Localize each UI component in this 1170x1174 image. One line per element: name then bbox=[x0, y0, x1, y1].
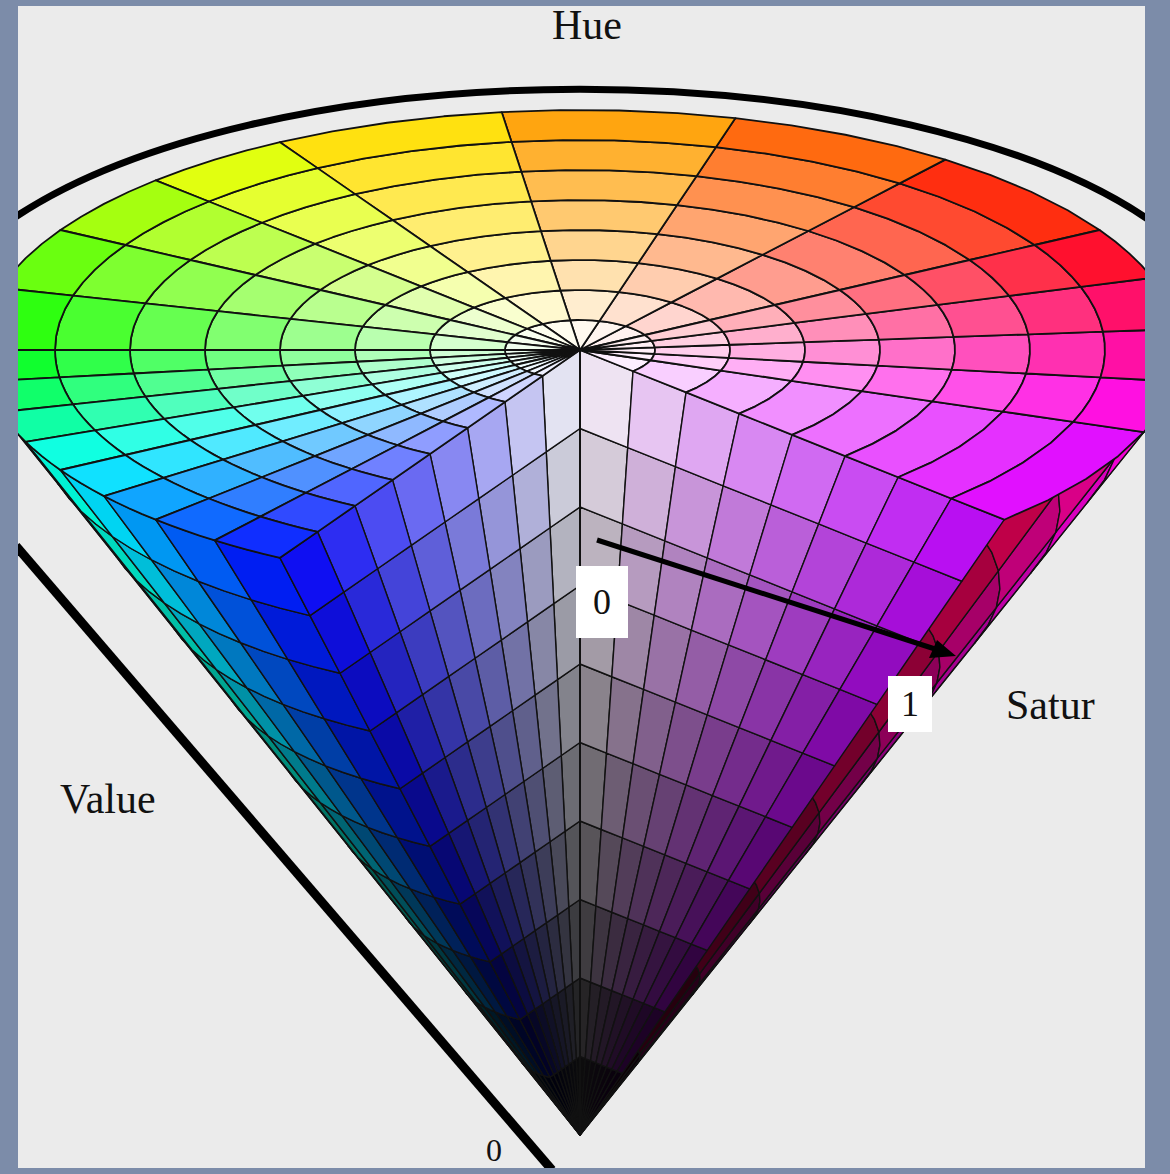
saturation-label: Satur bbox=[1006, 684, 1095, 726]
cone-top-cell bbox=[951, 422, 1144, 520]
cone-top-cell bbox=[205, 311, 290, 350]
cone-top-cell bbox=[502, 110, 736, 147]
cone-top-cell bbox=[130, 303, 218, 350]
cone-top-cell bbox=[1073, 377, 1145, 432]
cone-top-cell bbox=[645, 320, 723, 341]
cone-top-cell bbox=[541, 230, 658, 263]
axis-tick-label: 0 bbox=[593, 584, 611, 620]
cone-top-cell bbox=[18, 288, 73, 350]
cone-top-cell bbox=[18, 350, 59, 381]
cone-top-cell bbox=[900, 160, 1100, 245]
cone-top-cell bbox=[489, 374, 543, 402]
cone-top-cell bbox=[1035, 230, 1145, 287]
value-axis bbox=[579, 350, 581, 1135]
cone-top-cell bbox=[505, 342, 580, 350]
hue-label: Hue bbox=[552, 4, 622, 46]
cone-top-cell bbox=[580, 335, 652, 350]
cone-top-cell bbox=[280, 319, 363, 350]
cone-cut-face-cell bbox=[430, 833, 475, 904]
cone-cut-face-cell bbox=[617, 1008, 665, 1074]
cone-top-cell bbox=[511, 140, 715, 176]
cone-top-cell bbox=[534, 350, 580, 376]
cone-side bbox=[18, 278, 1145, 1135]
cone-cut-face-cell bbox=[580, 1071, 622, 1135]
cone-cut-face-cell bbox=[766, 753, 835, 827]
value-label-holder: Value bbox=[60, 778, 156, 820]
cone-cut-face-cell bbox=[654, 944, 707, 1012]
cone-cut-face-cell bbox=[520, 1014, 554, 1077]
cone-top-cell bbox=[430, 334, 508, 350]
cone-top-cell bbox=[215, 517, 318, 558]
cone-top-cell bbox=[1026, 332, 1105, 378]
saturation-arrow-shaft bbox=[597, 540, 935, 649]
hue-arc bbox=[18, 89, 1145, 222]
cone-cut-face-cell bbox=[728, 817, 792, 889]
cone-top-cell bbox=[803, 340, 880, 366]
axis-tick-label-holder: 1 bbox=[888, 676, 932, 732]
cone-cut-face-cell bbox=[550, 1075, 580, 1135]
cone-top-cell bbox=[531, 200, 677, 234]
axis-tick-label-holder: 0 bbox=[576, 566, 628, 638]
cone-cut-face-cell bbox=[691, 880, 749, 950]
cone-top-cell bbox=[18, 230, 125, 296]
cone-top-cell bbox=[1101, 329, 1145, 381]
hue-label-holder: Hue bbox=[552, 4, 622, 46]
cone-top-cell bbox=[877, 337, 954, 370]
cone-top-cell bbox=[280, 112, 511, 168]
cone-top-cell bbox=[521, 170, 696, 205]
saturation-arrow-head bbox=[929, 640, 956, 658]
saturation-label-holder: Satur bbox=[1006, 684, 1095, 726]
cone-top-cell bbox=[551, 260, 639, 292]
axis-tick-label: 1 bbox=[901, 686, 919, 722]
cone-top bbox=[18, 110, 1145, 558]
axis-tick-label-holder: 0 bbox=[486, 1134, 502, 1166]
cone-top-cell bbox=[952, 334, 1030, 373]
cone-cut-face-cell bbox=[490, 954, 528, 1020]
value-axis-line bbox=[18, 546, 552, 1168]
cone-top-cell bbox=[355, 327, 435, 350]
cone-cut-face bbox=[280, 350, 1004, 1135]
axis-tick-label: 0 bbox=[486, 1134, 502, 1166]
hsv-cone bbox=[18, 110, 1145, 1135]
cone-cut-face-cell bbox=[803, 689, 877, 765]
panel-ground bbox=[18, 6, 1145, 1168]
cone-cut-face-cell bbox=[460, 894, 501, 962]
value-label: Value bbox=[60, 778, 156, 820]
